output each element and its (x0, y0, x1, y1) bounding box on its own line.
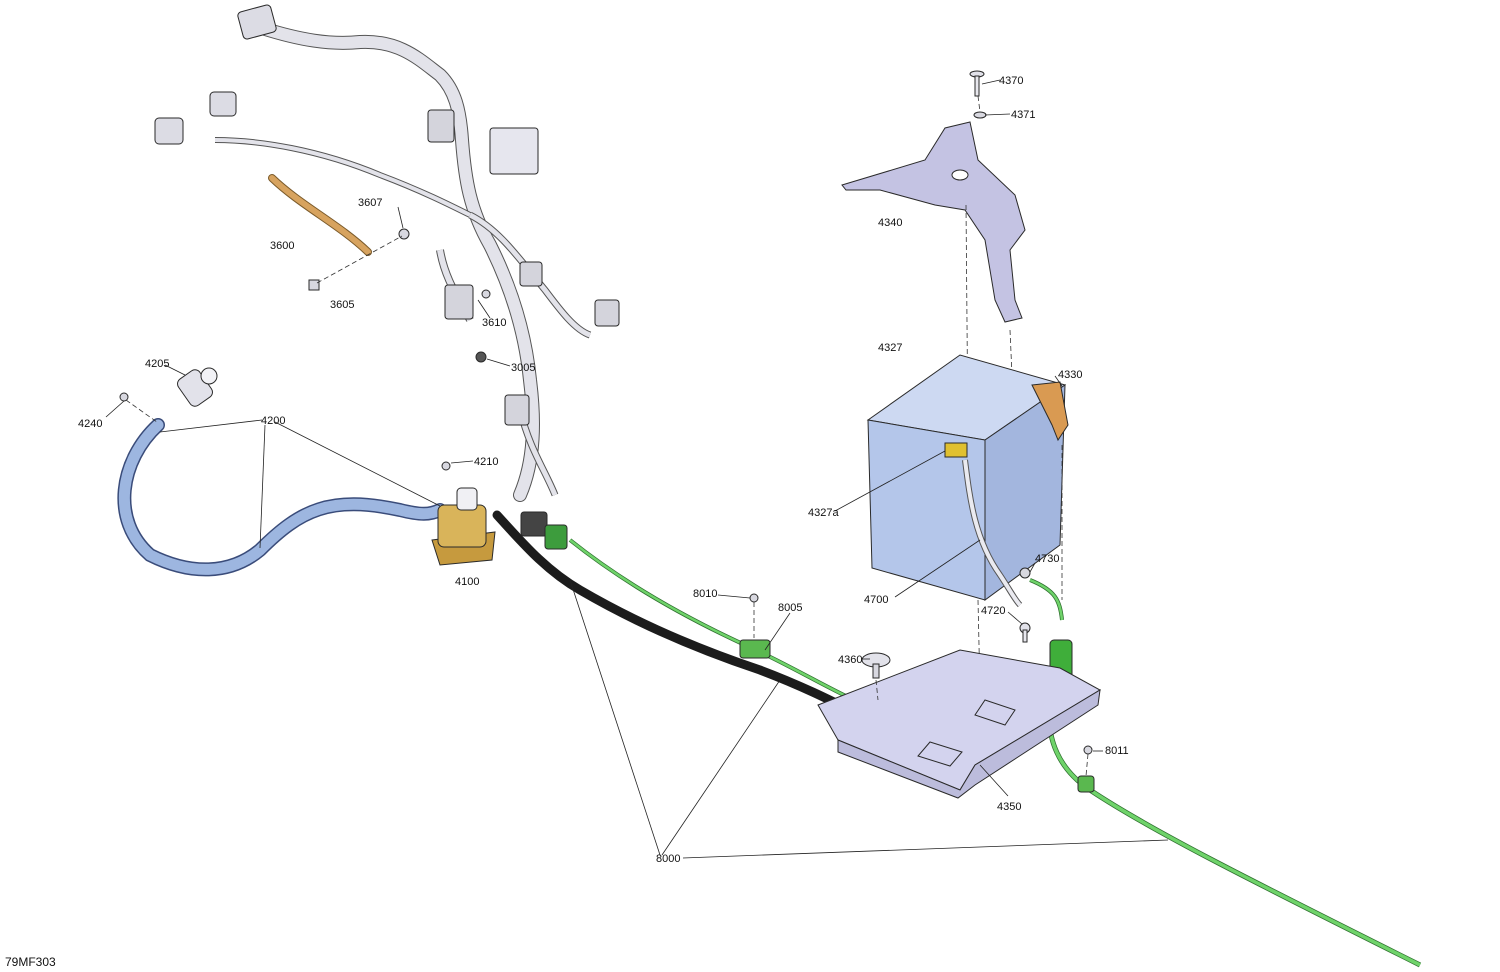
nut-4210 (441, 461, 451, 471)
label-8011: 8011 (1105, 745, 1129, 757)
label-4700: 4700 (864, 594, 888, 606)
main-wiring-harness (154, 4, 620, 502)
clip-4360 (861, 652, 891, 679)
label-4210: 4210 (474, 456, 498, 468)
nut-3005 (475, 351, 487, 363)
screw-4240 (119, 392, 129, 402)
screw-4370 (969, 70, 985, 97)
screw-8011 (1083, 745, 1093, 755)
label-4330: 4330 (1058, 369, 1082, 381)
label-3605: 3605 (330, 299, 354, 311)
terminal-boot-4330 (1031, 381, 1069, 442)
label-8005: 8005 (778, 602, 802, 614)
label-4340: 4340 (878, 217, 902, 229)
battery-cable-4200 (117, 418, 447, 577)
label-4205: 4205 (145, 358, 169, 370)
label-4350: 4350 (997, 801, 1021, 813)
label-4730: 4730 (1035, 553, 1059, 565)
label-8000: 8000 (656, 853, 680, 865)
nut-4730 (1019, 567, 1031, 579)
part-labels: 4370 4371 4340 3607 3600 3605 3610 3005 … (78, 75, 1129, 865)
label-3607: 3607 (358, 197, 382, 209)
label-4371: 4371 (1011, 109, 1035, 121)
screw-8010 (749, 593, 759, 603)
screw-3605 (308, 279, 320, 291)
label-4100: 4100 (455, 576, 479, 588)
nut-3607 (398, 228, 410, 240)
terminal-cover-4205 (177, 367, 218, 407)
battery-bracket-4340 (841, 121, 1026, 323)
label-4327: 4327 (878, 342, 902, 354)
label-3610: 3610 (482, 317, 506, 329)
battery-tray-4350 (817, 649, 1102, 799)
label-4200: 4200 (261, 415, 285, 427)
screw-3610 (481, 289, 491, 299)
label-4327a: 4327a (808, 507, 839, 519)
label-4370: 4370 (999, 75, 1023, 87)
label-4360: 4360 (838, 654, 862, 666)
washer-4371 (973, 111, 987, 119)
battery-4327 (866, 354, 1067, 601)
black-harness (492, 510, 865, 720)
screw-4720 (1019, 622, 1031, 643)
label-3005: 3005 (511, 362, 535, 374)
starter-solenoid-4100 (431, 487, 496, 566)
label-4720: 4720 (981, 605, 1005, 617)
leader-lines (105, 79, 1169, 859)
drawing-code: 79MF303 (5, 955, 56, 969)
label-4240: 4240 (78, 418, 102, 430)
label-3600: 3600 (270, 240, 294, 252)
label-8010: 8010 (693, 588, 717, 600)
ground-strap-3600 (268, 174, 372, 256)
